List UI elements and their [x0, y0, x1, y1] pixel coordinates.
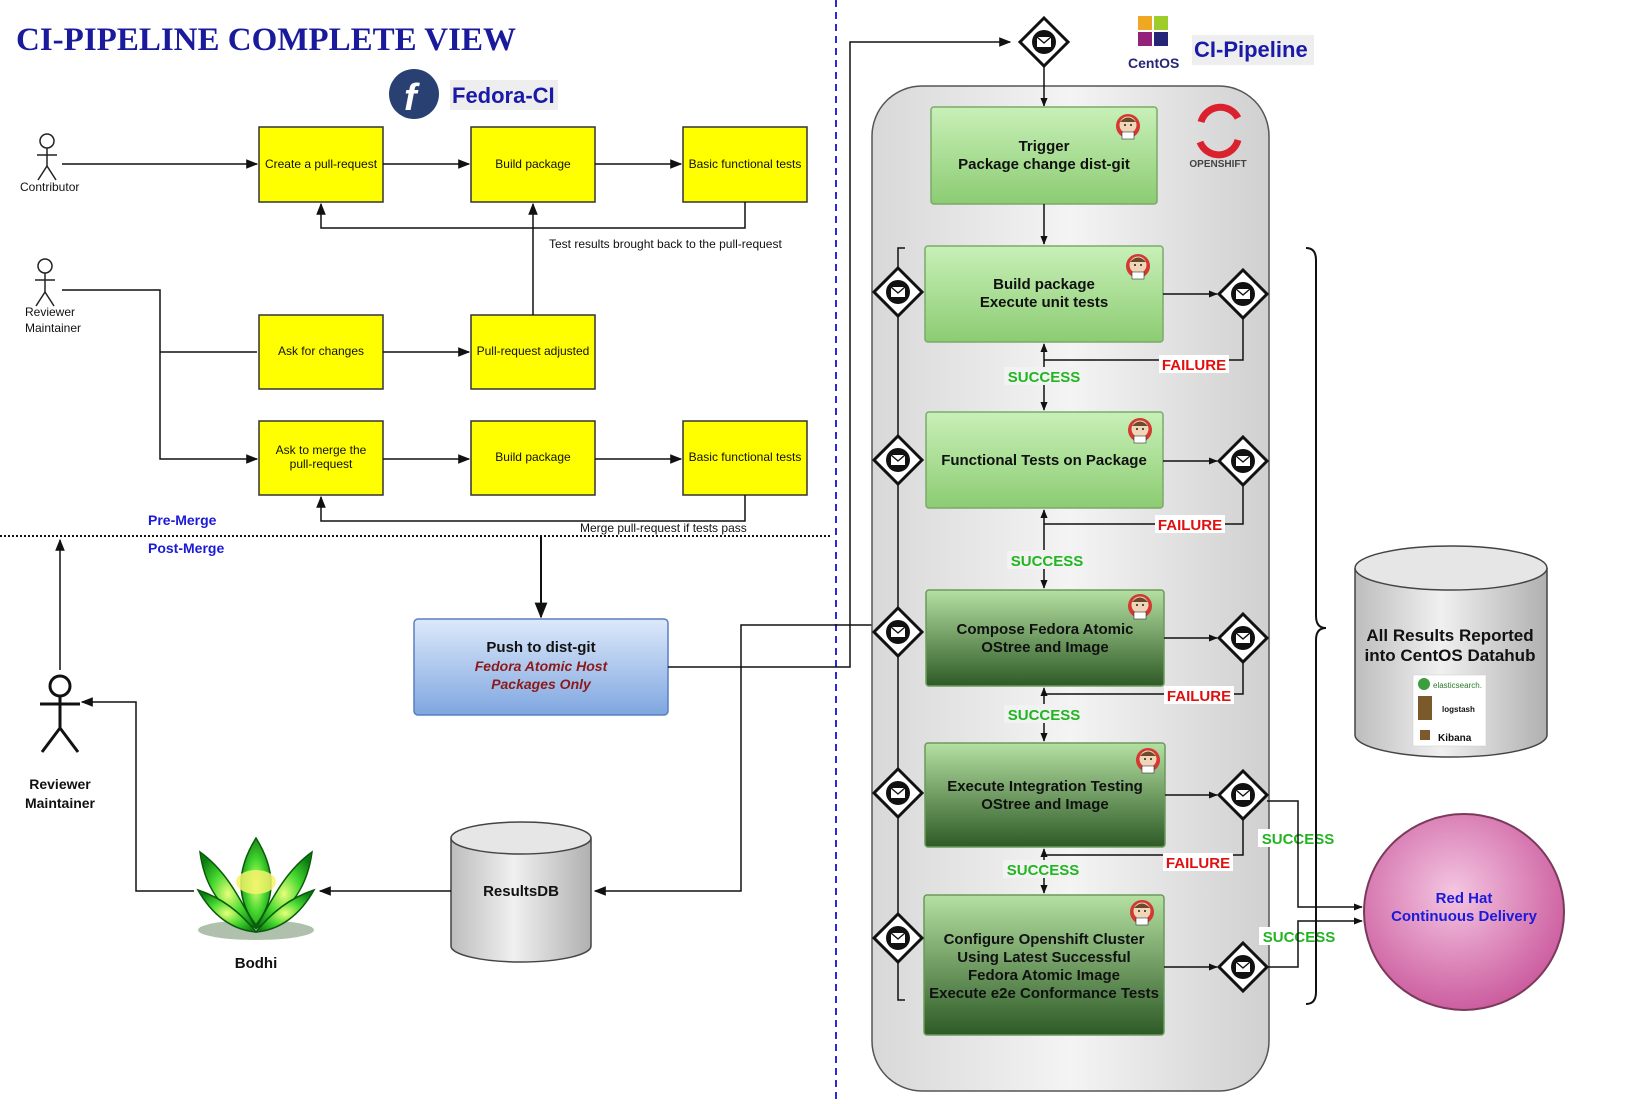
- svg-text:f: f: [404, 77, 420, 119]
- logstash-label: logstash: [1442, 705, 1475, 714]
- stage-trigger-line2: Package change dist-git: [958, 156, 1130, 173]
- stage-openshift-line4: Execute e2e Conformance Tests: [929, 985, 1159, 1002]
- failure-label: FAILURE: [1166, 855, 1230, 872]
- merge-pr-note: Merge pull-request if tests pass: [580, 521, 747, 535]
- reviewer-top-label: Reviewer: [25, 305, 75, 319]
- svg-text:OPENSHIFT: OPENSHIFT: [1189, 159, 1246, 170]
- stage-functional: [925, 411, 1164, 509]
- bodhi-label: Bodhi: [235, 955, 278, 972]
- ci-pipeline-label: CI-Pipeline: [1194, 37, 1308, 62]
- ask-merge-label-1: Ask to merge the: [276, 443, 367, 457]
- post-merge-connectors: [80, 37, 1012, 896]
- maintainer-top-label: Maintainer: [25, 321, 81, 335]
- stage-openshift-line2: Using Latest Successful: [957, 949, 1130, 966]
- failure-label: FAILURE: [1158, 517, 1222, 534]
- delivery-connectors: [1267, 800, 1363, 968]
- delivery-label-2: Continuous Delivery: [1391, 908, 1538, 925]
- ask-merge-label-2: pull-request: [290, 457, 353, 471]
- continuous-delivery-node: [1363, 813, 1565, 1011]
- ask-merge-box: [258, 420, 384, 496]
- openshift-logo-icon: OPENSHIFT: [1189, 103, 1247, 170]
- maintainer-bottom-label: Maintainer: [25, 795, 96, 811]
- push-packages-label: Packages Only: [491, 676, 592, 692]
- contributor-label: Contributor: [20, 180, 79, 194]
- stage-openshift-line3: Fedora Atomic Image: [968, 967, 1120, 984]
- resultsdb-label: ResultsDB: [483, 883, 559, 900]
- stage-integration-line2: OStree and Image: [981, 796, 1109, 813]
- success-label: SUCCESS: [1008, 369, 1081, 386]
- reviewer-top-actor: [35, 258, 55, 307]
- failure-loops: [1044, 290, 1244, 971]
- basic-tests-label-2: Basic functional tests: [689, 450, 802, 464]
- basic-tests-label-1: Basic functional tests: [689, 157, 802, 171]
- success-label: SUCCESS: [1011, 553, 1084, 570]
- stage-openshift-line1: Configure Openshift Cluster: [944, 931, 1145, 948]
- results-brace: [1305, 247, 1327, 1005]
- pipeline-stages: [923, 106, 1166, 1036]
- build-package-label-1: Build package: [495, 157, 571, 171]
- success-label: SUCCESS: [1007, 862, 1080, 879]
- stage-integration-line1: Execute Integration Testing: [947, 778, 1143, 795]
- stage-functional-line1: Functional Tests on Package: [941, 452, 1147, 469]
- elasticsearch-label: elasticsearch.: [1433, 681, 1482, 690]
- create-pr-label: Create a pull-request: [265, 157, 378, 171]
- build-package-box-2: [470, 420, 596, 496]
- kibana-label: Kibana: [1438, 733, 1472, 744]
- test-results-note: Test results brought back to the pull-re…: [549, 237, 782, 251]
- stage-integration: [924, 742, 1166, 848]
- stage-compose-line1: Compose Fedora Atomic: [957, 621, 1134, 638]
- fedora-connectors: [55, 159, 746, 670]
- post-merge-label: Post-Merge: [148, 540, 224, 556]
- stage-compose-line2: OStree and Image: [981, 639, 1109, 656]
- reviewer-bottom-label: Reviewer: [29, 776, 91, 792]
- build-package-label-2: Build package: [495, 450, 571, 464]
- datahub-label-1: All Results Reported: [1366, 626, 1533, 645]
- datahub-cylinder: [1354, 545, 1548, 758]
- fedora-ci-label: Fedora-CI: [452, 83, 555, 108]
- stage-build-line2: Execute unit tests: [980, 294, 1108, 311]
- stage-openshift: [923, 894, 1165, 1036]
- basic-tests-box-1: [682, 126, 808, 203]
- svg-text:CentOS: CentOS: [1128, 55, 1179, 71]
- contributor-actor: [37, 133, 57, 181]
- ask-changes-label: Ask for changes: [278, 344, 364, 358]
- success-label: SUCCESS: [1008, 707, 1081, 724]
- datahub-label-2: into CentOS Datahub: [1365, 646, 1536, 665]
- failure-label: FAILURE: [1167, 688, 1231, 705]
- failure-labels: FAILURE FAILURE FAILURE FAILURE: [1155, 355, 1234, 872]
- stage-trigger-line1: Trigger: [1019, 138, 1070, 155]
- push-atomic-label: Fedora Atomic Host: [475, 658, 609, 674]
- success-label: SUCCESS: [1263, 929, 1336, 946]
- resultsdb-cylinder: [450, 821, 592, 963]
- pre-merge-label: Pre-Merge: [148, 512, 217, 528]
- push-dist-git-label: Push to dist-git: [486, 639, 595, 656]
- page-title: CI-PIPELINE COMPLETE VIEW: [16, 22, 516, 58]
- bodhi-lotus-icon: [196, 836, 316, 940]
- trigger-gateway-icon: [1018, 16, 1070, 68]
- failure-label: FAILURE: [1162, 357, 1226, 374]
- basic-tests-box-2: [682, 420, 808, 496]
- reviewer-bottom-actor: [40, 674, 80, 753]
- stage-build-line1: Build package: [993, 276, 1095, 293]
- ask-changes-box: [258, 314, 384, 390]
- elk-stack-logos: elasticsearch. logstash Kibana: [1412, 674, 1487, 747]
- delivery-label-1: Red Hat: [1436, 890, 1493, 907]
- pr-adjusted-label: Pull-request adjusted: [477, 344, 590, 358]
- fedora-logo-icon: f: [389, 69, 439, 119]
- centos-logo-icon: CentOS: [1128, 16, 1179, 71]
